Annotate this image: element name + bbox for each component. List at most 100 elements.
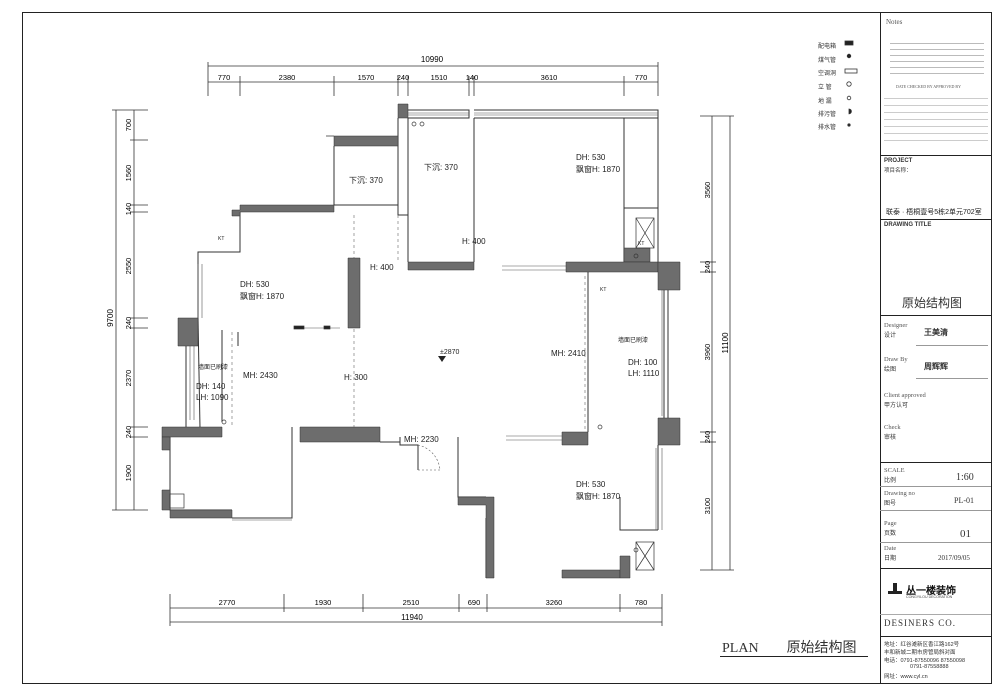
room-label: DH: 530 <box>576 153 606 162</box>
room-label: KT <box>600 287 606 293</box>
dim-bottom-seg: 2510 <box>403 598 420 607</box>
dim-bottom-total: 11940 <box>401 613 423 622</box>
client-en: Client approved <box>884 392 926 399</box>
dim-bottom-seg: 780 <box>635 598 648 607</box>
drawby-cn: 绘图 <box>884 367 897 373</box>
tb-line <box>880 155 991 156</box>
plan-title-cn: 原始结构图 <box>786 641 857 656</box>
designer-cn: 设计 <box>884 333 897 339</box>
dim-left-seg: 2370 <box>124 370 133 387</box>
dimension-lines-left <box>112 109 148 511</box>
dim-top-total: 10990 <box>421 55 444 64</box>
drawing-title-label: DRAWING TITLE <box>884 222 932 228</box>
room-label: MH: 2430 <box>243 371 278 380</box>
tb-line <box>880 510 991 511</box>
notes-heading: Notes <box>886 18 903 26</box>
scale-en: SCALE <box>884 467 905 474</box>
room-label: 墙面已刷漆 <box>618 336 648 344</box>
company-address: 地址：红谷滩新区香江路162号 <box>884 642 960 648</box>
tb-line <box>880 636 991 637</box>
tb-line <box>880 542 991 543</box>
tb-line <box>880 219 991 220</box>
sewage-pipe-icon <box>848 108 852 115</box>
scale-value: 1:60 <box>956 472 974 483</box>
frame-bottom-border <box>22 683 992 684</box>
distribution-box-icon <box>844 40 854 46</box>
legend-symbols <box>844 40 858 127</box>
plan-title-underline <box>720 656 868 657</box>
drawby-en: Draw By <box>884 356 908 363</box>
revision-table <box>884 92 988 141</box>
legend-item: 空调洞 <box>818 71 837 77</box>
legend-item: 立 管 <box>818 85 832 91</box>
tb-line <box>880 462 991 463</box>
dim-left-seg: 240 <box>124 426 133 439</box>
room-label: LH: 1110 <box>628 369 660 378</box>
room-label: MH: 2410 <box>551 349 586 358</box>
dim-top-seg: 1510 <box>431 73 448 82</box>
room-label: KT <box>218 236 224 242</box>
dim-left-seg: 1560 <box>124 165 133 182</box>
title-block-divider <box>880 12 881 684</box>
dim-top-seg: 2380 <box>279 73 296 82</box>
company-phone: 电话：0791-87550096 87550098 <box>884 658 966 664</box>
dimension-lines-right <box>700 115 734 571</box>
dim-right-seg: 240 <box>703 431 712 444</box>
date-en: Date <box>884 545 897 552</box>
project-label: PROJECT <box>884 158 913 164</box>
elevation-marker-icon <box>438 356 446 362</box>
frame-top-border <box>22 12 992 13</box>
drawing-no-value: PL-01 <box>954 496 974 505</box>
dim-right-seg: 3100 <box>703 498 712 515</box>
company-address-2: 丰和新城二期市房管局斜对面 <box>884 650 956 656</box>
page-value: 01 <box>960 528 971 540</box>
dimension-lines-top <box>207 62 659 96</box>
concrete-walls <box>161 103 681 579</box>
dim-top-seg: 770 <box>218 73 231 82</box>
check-en: Check <box>884 424 901 431</box>
project-sub: 项目名称： <box>884 168 912 174</box>
dim-left-seg: 140 <box>124 203 133 216</box>
company-logo-icon <box>888 583 902 595</box>
room-label: MH: 2230 <box>404 435 439 444</box>
dim-left-seg: 700 <box>124 119 133 132</box>
drawing-no-cn: 图号 <box>884 501 897 507</box>
drain-pipe-icon <box>847 123 851 127</box>
legend-item: 排污管 <box>818 112 837 118</box>
room-label: DH: 140 <box>196 382 226 391</box>
drawing-title: 原始结构图 <box>902 296 963 310</box>
client-cn: 甲方认可 <box>884 403 909 409</box>
door-swing <box>417 444 441 471</box>
dim-right-seg: 3960 <box>703 344 712 361</box>
scale-cn: 比例 <box>884 478 897 484</box>
room-label: ±2870 <box>440 349 460 356</box>
dim-top-seg: 140 <box>466 73 479 82</box>
room-label: H: 300 <box>344 373 368 382</box>
dim-right-total: 11100 <box>721 332 730 354</box>
dim-right-seg: 240 <box>703 261 712 274</box>
room-label: H: 400 <box>462 237 486 246</box>
legend-item: 排水管 <box>818 125 837 131</box>
frame-right-border <box>991 12 992 684</box>
dim-top-seg: 3610 <box>541 73 558 82</box>
table-headers: DATE CHECKED BY APPROVED BY <box>896 84 961 89</box>
tb-line <box>880 315 991 316</box>
tb-line <box>880 614 991 615</box>
company-logo-text: 丛一楼装饰 <box>906 586 956 597</box>
title-block: Notes DATE CHECKED BY APPROVED BY PROJEC… <box>880 12 991 684</box>
legend-item: 煤气管 <box>818 58 837 64</box>
tb-line <box>880 486 991 487</box>
room-label: 下沉: 370 <box>424 163 458 172</box>
project-name: 联泰 · 梧桐壹号5栋2单元702室 <box>886 209 982 216</box>
company-en: DESINERS CO. <box>884 618 957 628</box>
room-label: 墙面已刷漆 <box>198 363 228 371</box>
dim-left-seg: 1900 <box>124 465 133 482</box>
room-label: DH: 530 <box>576 480 606 489</box>
drawing-no-en: Drawing no <box>884 490 915 497</box>
gas-pipe-icon <box>846 53 852 59</box>
room-label: 飘窗H: 1870 <box>576 491 621 501</box>
room-label: DH: 100 <box>628 358 658 367</box>
walls-outline <box>169 109 669 578</box>
shaft-boxes <box>169 217 655 571</box>
page-en: Page <box>884 520 897 527</box>
